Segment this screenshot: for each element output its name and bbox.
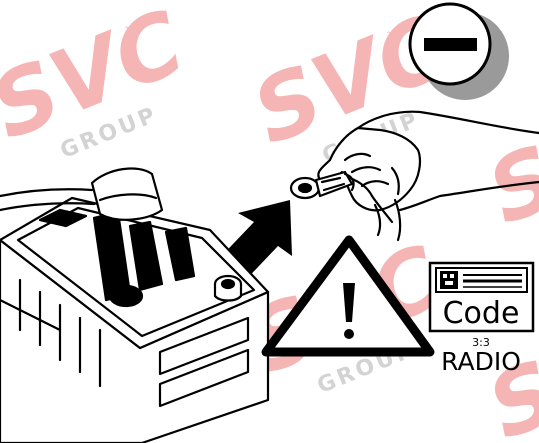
radio-display — [440, 271, 458, 289]
hand-with-terminal-clamp — [289, 110, 539, 242]
minus-sign-icon — [408, 2, 509, 100]
radio-label: RADIO — [441, 347, 521, 376]
watermark-brand: SVC — [474, 76, 539, 245]
page-reference: 3:3 — [472, 336, 490, 349]
radio-code-panel: Code 3:3 RADIO — [428, 261, 535, 376]
watermark-1: SVC GROUP 123 — [0, 0, 198, 164]
minus-bar — [424, 38, 477, 51]
warning-triangle-icon — [261, 235, 435, 357]
car-battery-illustration — [0, 167, 270, 443]
watermark-5: SVC — [474, 76, 539, 245]
code-label: Code — [443, 296, 520, 331]
